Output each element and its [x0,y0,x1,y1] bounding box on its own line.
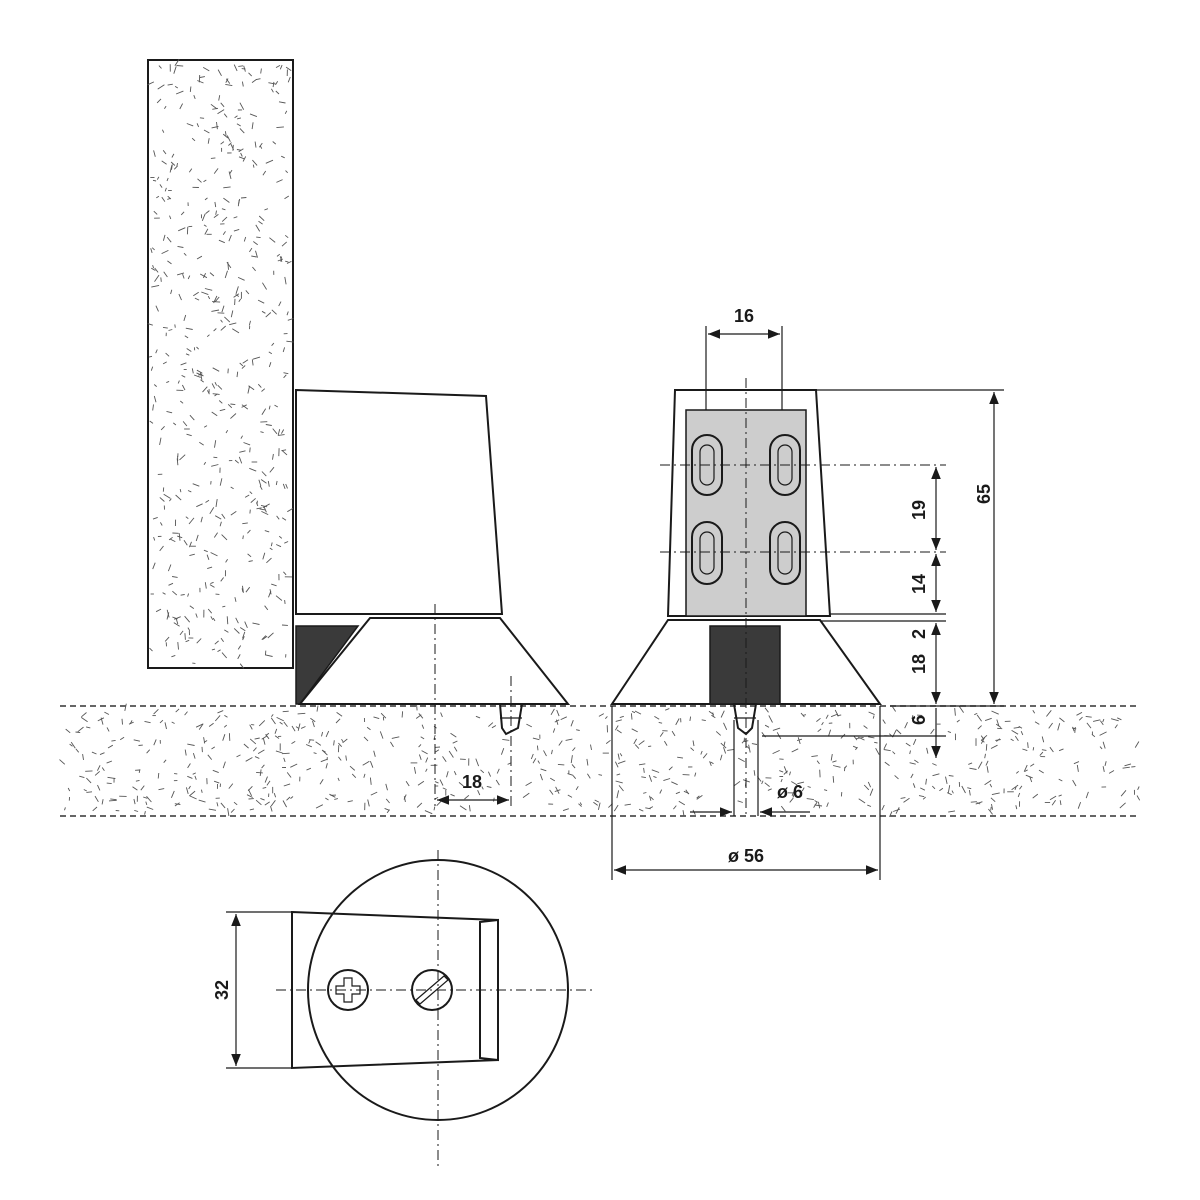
floor-panel [59,703,1141,817]
dimension-lines [226,326,1004,1069]
dim-18-left: 18 [462,772,482,792]
side-view-stop [295,388,571,806]
dim-6: 6 [909,715,929,725]
front-view-stop [610,378,882,816]
dim-16: 16 [734,306,754,326]
dim-65: 65 [974,484,994,504]
dim-32: 32 [212,980,232,1000]
dim-pin-diameter: ø 6 [777,782,803,802]
phillips-screw [327,969,369,1011]
dim-14: 14 [909,574,929,594]
mounting-slot [691,521,723,585]
wall-panel [147,58,294,669]
dim-base-diameter: ø 56 [728,846,764,866]
mounting-slot [769,521,801,585]
dim-2: 2 [909,629,929,639]
dim-18-right: 18 [909,654,929,674]
floor-speckle [59,703,1141,817]
wall-speckle [147,58,294,669]
dim-19: 19 [909,500,929,520]
plan-view-stop [276,850,596,1166]
